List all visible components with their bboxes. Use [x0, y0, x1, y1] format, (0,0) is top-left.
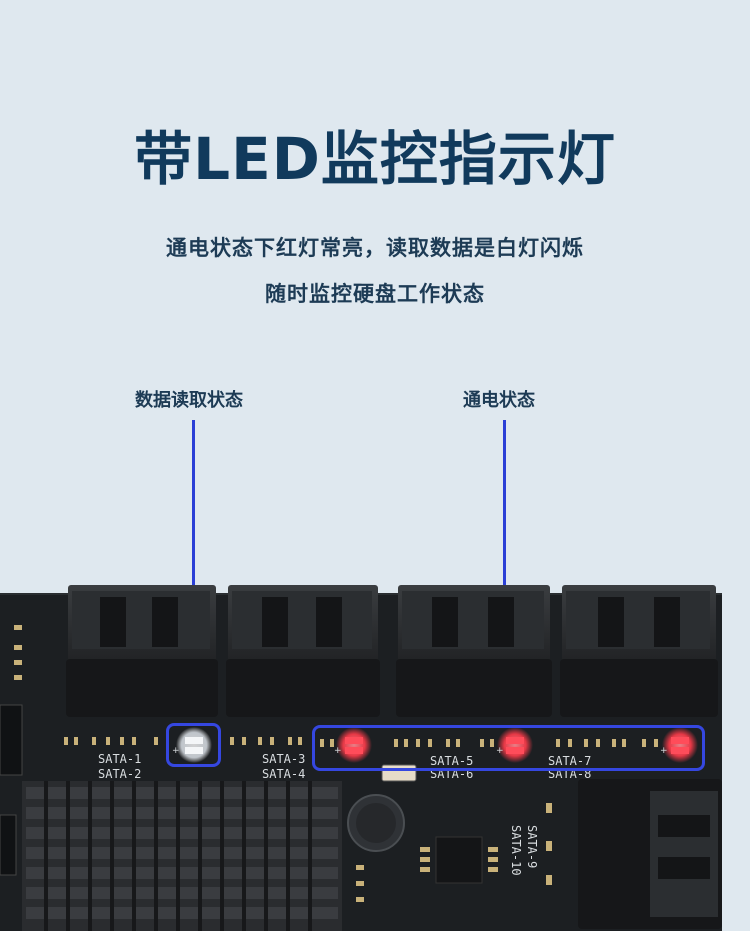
subtitle-line-1: 通电状态下红灯常亮，读取数据是白灯闪烁 — [166, 236, 584, 260]
power-callout-line — [503, 420, 506, 728]
read-status-label: 数据读取状态 — [135, 390, 243, 411]
svg-text:+: + — [334, 746, 342, 756]
silk-sata-1: SATA-1 — [98, 752, 141, 766]
silk-sata-7: SATA-7 — [548, 754, 591, 768]
white-led-read — [176, 727, 212, 763]
red-led-1 — [336, 727, 372, 763]
red-led-3 — [662, 727, 698, 763]
read-led-highlight — [166, 723, 221, 767]
svg-text:+: + — [172, 746, 180, 756]
svg-text:+: + — [496, 746, 504, 756]
red-led-2 — [497, 727, 533, 763]
side-sata-connector — [578, 779, 722, 929]
heatsink — [22, 781, 342, 931]
power-status-label: 通电状态 — [463, 390, 535, 411]
left-components — [0, 625, 23, 876]
silk-sata-4: SATA-4 — [262, 767, 305, 781]
page-title: 带LED监控指示灯 — [134, 125, 616, 193]
smd-parts — [64, 737, 658, 747]
silk-sata-9: SATA-9 — [525, 825, 539, 868]
silk-sata-3: SATA-3 — [262, 752, 305, 766]
silk-sata-5: SATA-5 — [430, 754, 473, 768]
controller-chip — [435, 836, 483, 884]
silk-sata-2: SATA-2 — [98, 767, 141, 781]
sata-connectors — [66, 585, 718, 717]
pcb-board-image: SATA-1 SATA-2 SATA-3 SATA-4 SATA-5 SATA-… — [0, 585, 722, 931]
silk-sata-10: SATA-10 — [509, 825, 523, 876]
power-led-highlight — [312, 725, 705, 771]
subtitle-line-2: 随时监控硬盘工作状态 — [265, 282, 485, 306]
svg-text:+: + — [660, 746, 668, 756]
read-callout-line — [192, 420, 195, 726]
